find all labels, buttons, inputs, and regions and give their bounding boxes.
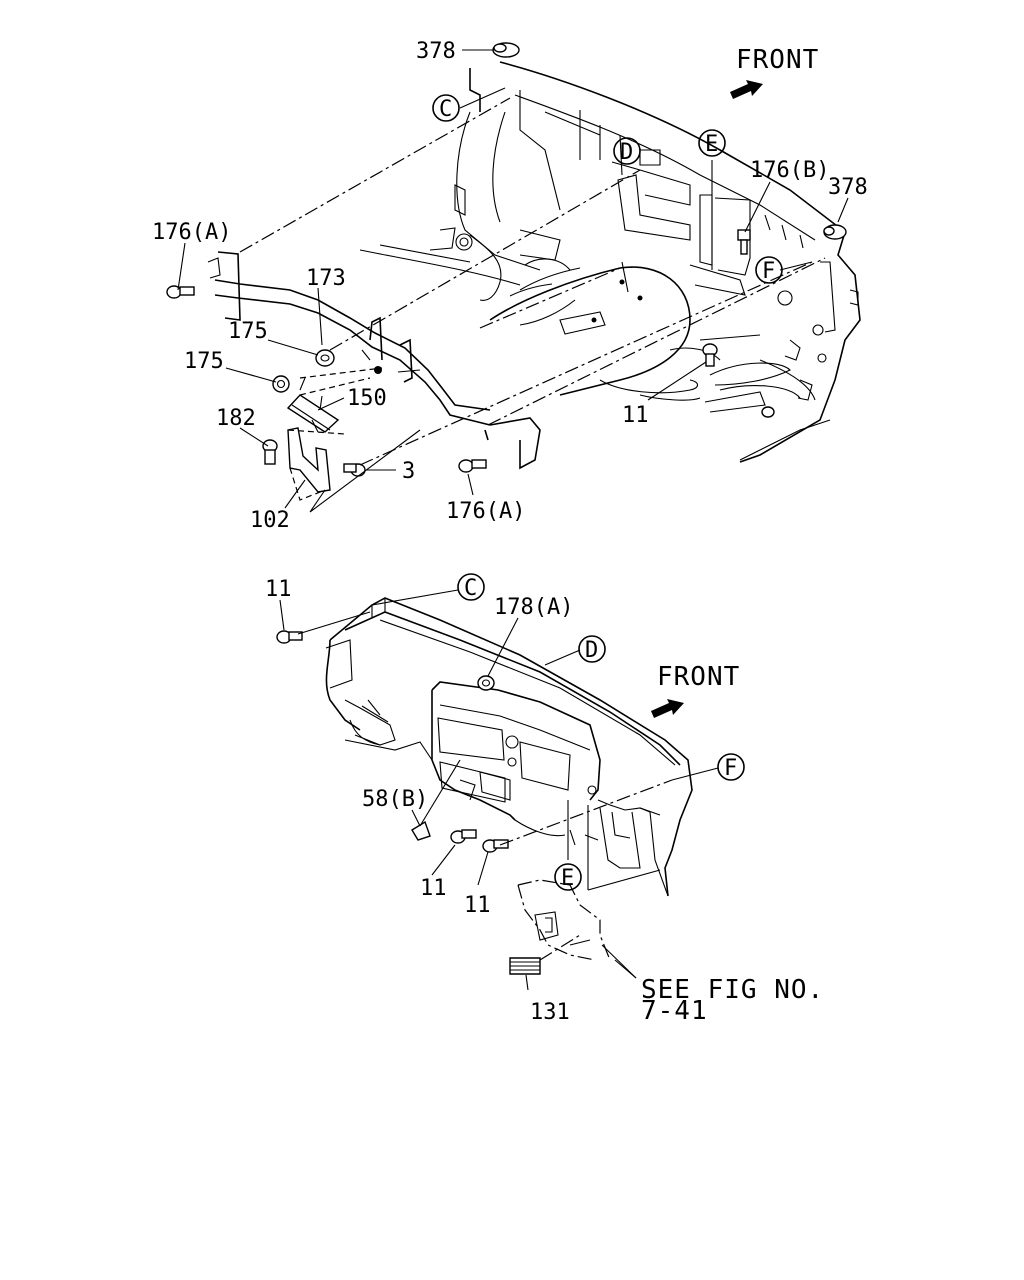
callout-c-lower: C [457, 573, 485, 601]
callout-circle-icon [698, 129, 726, 157]
callout-circle-icon [457, 573, 485, 601]
bolt-176b [737, 229, 751, 255]
callout-circle-icon [613, 137, 641, 165]
label-150: 150 [347, 386, 387, 411]
label-176b: 176(B) [750, 158, 829, 183]
lower-view: FRONT [265, 573, 824, 1026]
svg-text:F: F [762, 259, 775, 284]
bolt-11-upper [702, 343, 718, 367]
callout-circle-icon [755, 256, 783, 284]
bolt-right-floor [761, 406, 775, 418]
label-182: 182 [216, 406, 256, 431]
bolt-11-a [450, 829, 477, 844]
label-11-a: 11 [420, 876, 447, 901]
svg-text:D: D [585, 638, 598, 663]
svg-text:E: E [705, 132, 718, 157]
svg-text:F: F [724, 756, 737, 781]
callout-circle-icon [432, 94, 460, 122]
label-175-b: 175 [184, 349, 224, 374]
callout-e-lower: E [554, 863, 582, 891]
front-label-lower: FRONT [657, 662, 740, 692]
cowl-floor-body [359, 61, 861, 463]
bolt-182 [262, 439, 278, 465]
callout-f-lower: F [717, 753, 745, 781]
label-3: 3 [402, 459, 415, 484]
part-102-bracket [287, 427, 331, 501]
callout-circle-icon [717, 753, 745, 781]
part-131-block [509, 957, 541, 975]
label-175-a: 175 [228, 319, 268, 344]
see-fig-number: 7-41 [641, 996, 708, 1026]
label-11-upper: 11 [622, 403, 649, 428]
callout-d-lower: D [578, 635, 606, 663]
fasteners-lower [276, 630, 509, 853]
label-178a: 178(A) [494, 595, 573, 620]
bolt-11-b [482, 839, 509, 853]
fasteners-upper [166, 42, 847, 477]
label-131: 131 [530, 1000, 570, 1025]
steering-support-bar [207, 251, 541, 470]
upper-view: FRONT [152, 39, 868, 533]
callout-circle-icon [578, 635, 606, 663]
part-150-bracket [286, 377, 340, 433]
svg-text:D: D [620, 140, 633, 165]
callout-e-upper: E [698, 129, 726, 157]
bolt-3 [343, 463, 366, 477]
label-176a-left: 176(A) [152, 220, 231, 245]
label-11-top: 11 [265, 577, 292, 602]
label-378-right: 378 [828, 175, 868, 200]
front-arrow-icon [730, 80, 763, 99]
label-173: 173 [306, 266, 346, 291]
front-label-upper: FRONT [736, 45, 819, 75]
label-102: 102 [250, 508, 290, 533]
leader-lines-lower [279, 589, 719, 991]
instrument-panel [325, 597, 693, 897]
nut-175-a [315, 349, 335, 367]
clip-378-right [823, 224, 847, 240]
clip-378-top [492, 42, 520, 58]
svg-text:C: C [439, 97, 452, 122]
label-11-b: 11 [464, 893, 491, 918]
lower-panel-pieces [509, 879, 611, 975]
label-176a-bottom: 176(A) [446, 499, 525, 524]
leader-lines-upper [177, 49, 849, 513]
front-arrow-icon [651, 699, 684, 718]
nut-175-b [272, 375, 290, 393]
callout-circle-icon [554, 863, 582, 891]
bolt-176a-left [166, 285, 195, 299]
nut-178a [477, 675, 495, 691]
callout-d-upper: D [613, 137, 641, 165]
callout-c-upper: C [432, 94, 460, 122]
see-fig-reference: SEE FIG NO. [641, 975, 824, 1005]
label-378-top: 378 [416, 39, 456, 64]
bolt-11-top [276, 630, 303, 644]
label-58b: 58(B) [362, 787, 428, 812]
bolt-176a-bottom [458, 459, 487, 473]
svg-text:C: C [464, 576, 477, 601]
callout-f-upper: F [755, 256, 783, 284]
svg-text:E: E [561, 866, 574, 891]
